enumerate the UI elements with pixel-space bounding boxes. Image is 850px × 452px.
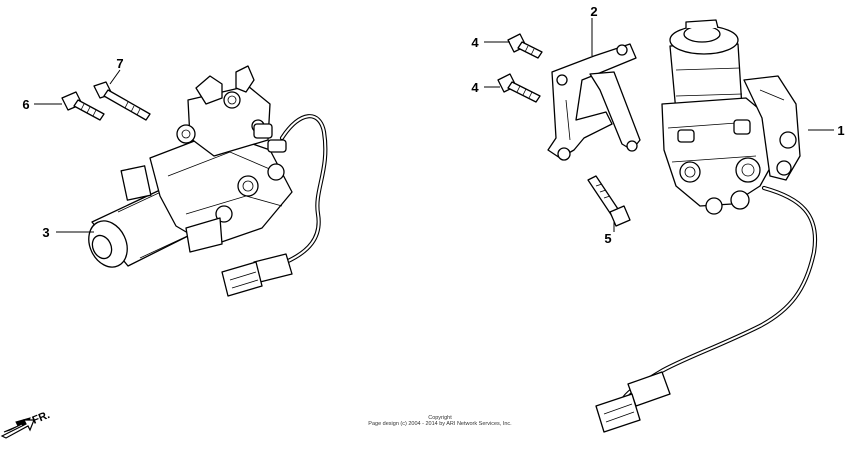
callout-3: 3: [42, 225, 49, 240]
callout-4-lower: 4: [471, 80, 479, 95]
callout-4-upper: 4: [471, 35, 479, 50]
bolt-part-7[interactable]: [93, 81, 151, 121]
callout-5: 5: [604, 231, 611, 246]
front-direction-label: FR.: [31, 409, 52, 427]
callout-6: 6: [22, 97, 29, 112]
bolt-part-4-upper[interactable]: [507, 33, 543, 59]
copyright-notice: Copyright Page design (c) 2004 - 2014 by…: [300, 415, 580, 427]
copyright-line-2: Page design (c) 2004 - 2014 by ARI Netwo…: [368, 421, 512, 427]
front-direction-arrow-icon: [0, 417, 35, 439]
bolt-part-5[interactable]: [587, 175, 631, 227]
actuator-assembly-right[interactable]: [595, 19, 818, 433]
callout-7: 7: [116, 56, 123, 71]
copyright-line-1: Copyright: [428, 415, 452, 421]
bolt-part-6[interactable]: [61, 91, 105, 121]
callout-1: 1: [837, 123, 844, 138]
bracket-part-2[interactable]: [547, 43, 641, 161]
actuator-assembly-left[interactable]: [82, 65, 328, 297]
bolt-part-4-lower[interactable]: [497, 73, 541, 103]
callout-2: 2: [590, 4, 597, 19]
